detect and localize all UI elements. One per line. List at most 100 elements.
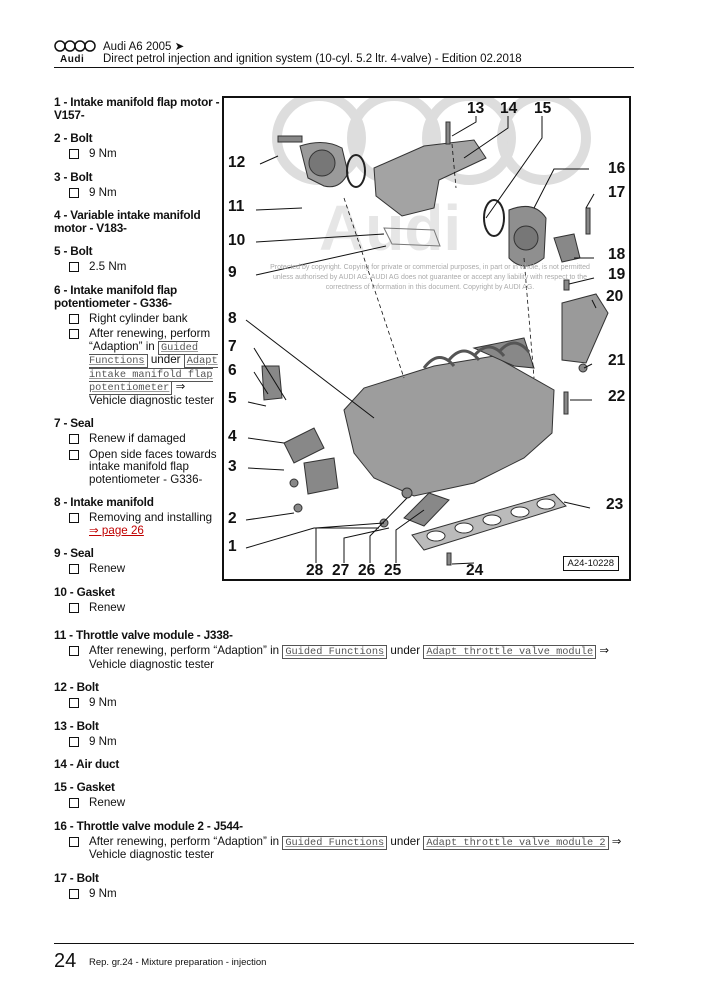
header-divider xyxy=(54,67,634,69)
callout-24: 24 xyxy=(466,562,484,579)
item-note: 9 Nm xyxy=(54,886,634,901)
note-text: Removing and installing xyxy=(89,511,213,524)
callout-18: 18 xyxy=(608,246,626,263)
item-title: 16 - Throttle valve module 2 - J544- xyxy=(54,818,243,833)
callout-7: 7 xyxy=(228,338,237,355)
note-text: Open side faces towards intake manifold … xyxy=(89,447,217,486)
item-note: 9 Nm xyxy=(54,735,634,749)
item-note: Renew xyxy=(54,562,220,576)
note-text: under xyxy=(387,834,424,848)
item-note: After renewing, perform “Adaption” in Gu… xyxy=(54,834,634,862)
note-text: After renewing, perform “Adaption” in xyxy=(89,644,283,657)
footer-divider xyxy=(54,943,634,945)
note-text: under xyxy=(147,353,184,366)
note-text: Renew xyxy=(89,600,126,614)
callout-14: 14 xyxy=(500,100,518,117)
callout-12: 12 xyxy=(228,154,246,171)
note-text: 9 Nm xyxy=(89,185,117,199)
callout-27: 27 xyxy=(332,562,350,579)
callout-5: 5 xyxy=(228,390,237,407)
callout-25: 25 xyxy=(384,562,402,579)
guided-functions-ref[interactable]: Guided Functions xyxy=(282,835,388,850)
item-note: Renew xyxy=(54,796,634,810)
callout-16: 16 xyxy=(608,160,626,177)
note-text: ⇒ Vehicle diagnostic tester xyxy=(89,644,610,671)
item-note: 9 Nm xyxy=(54,147,220,161)
adaption-function-ref[interactable]: Adapt throttle valve module xyxy=(423,645,597,659)
callout-6: 6 xyxy=(228,362,237,379)
checkbox-bullet-icon xyxy=(69,187,79,198)
item-note: After renewing, perform “Adaption” in Gu… xyxy=(54,644,634,671)
callout-9: 9 xyxy=(228,264,237,281)
item-title: 6 - Intake manifold flap potentiometer -… xyxy=(54,282,178,310)
item-note: Removing and installing ⇒ page 26 xyxy=(54,511,220,537)
item-note: Renew if damaged xyxy=(54,432,220,446)
item-title: 14 - Air duct xyxy=(54,757,120,771)
item-note: Renew xyxy=(54,600,220,615)
checkbox-bullet-icon xyxy=(69,646,79,656)
item-title: 11 - Throttle valve module - J338- xyxy=(54,628,233,642)
copyright-notice: Protected by copyright. Copying for priv… xyxy=(270,264,590,291)
parts-list-item: 5 - Bolt 2.5 Nm xyxy=(54,245,220,274)
page-link[interactable]: ⇒ page 26 xyxy=(89,523,144,537)
item-title: 13 - Bolt xyxy=(54,718,99,733)
item-note: Right cylinder bank xyxy=(54,312,220,326)
callout-4: 4 xyxy=(228,428,237,445)
guided-functions-ref[interactable]: Guided Functions xyxy=(89,340,199,368)
callout-26: 26 xyxy=(358,562,376,579)
checkbox-bullet-icon xyxy=(69,434,79,444)
exploded-view-drawing: Audi xyxy=(245,98,609,566)
callout-13: 13 xyxy=(467,100,485,117)
item-title: 7 - Seal xyxy=(54,416,94,430)
checkbox-bullet-icon xyxy=(69,736,79,747)
note-text: After renewing, perform “Adaption” in xyxy=(89,834,283,848)
parts-list-item: 16 - Throttle valve module 2 - J544-Afte… xyxy=(54,818,634,862)
note-text: 9 Nm xyxy=(89,147,117,160)
item-title: 9 - Seal xyxy=(54,546,94,560)
checkbox-bullet-icon xyxy=(69,329,79,339)
document-model[interactable]: Audi A6 2005 ➤ xyxy=(103,41,185,53)
note-text: 9 Nm xyxy=(89,886,117,900)
callout-19: 19 xyxy=(608,266,626,283)
parts-list-item: 13 - Bolt 9 Nm xyxy=(54,718,634,749)
callout-11: 11 xyxy=(228,198,245,215)
item-note: 2.5 Nm xyxy=(54,260,220,274)
callout-8: 8 xyxy=(228,310,237,327)
checkbox-bullet-icon xyxy=(69,149,79,159)
item-title: 5 - Bolt xyxy=(54,244,93,258)
parts-list-column: 1 - Intake manifold flap motor - V157-2 … xyxy=(54,96,220,624)
callout-10: 10 xyxy=(228,232,246,249)
parts-list-item: 1 - Intake manifold flap motor - V157- xyxy=(54,96,220,122)
note-text: After renewing, perform “Adaption” in xyxy=(89,327,211,353)
note-text: Renew xyxy=(89,796,126,809)
callout-21: 21 xyxy=(608,352,626,369)
item-title: 8 - Intake manifold xyxy=(54,495,154,509)
callout-1: 1 xyxy=(228,538,237,555)
adaption-function-ref[interactable]: Adapt throttle valve module 2 xyxy=(423,835,609,850)
callout-15: 15 xyxy=(534,100,552,117)
note-text: ⇒ Vehicle diagnostic tester xyxy=(89,380,215,407)
checkbox-bullet-icon xyxy=(69,449,79,460)
item-title: 10 - Gasket xyxy=(54,584,115,599)
callout-17: 17 xyxy=(608,184,626,201)
callout-2: 2 xyxy=(228,510,237,527)
checkbox-bullet-icon xyxy=(69,698,79,708)
exploded-view-figure: Audi xyxy=(222,96,631,581)
page-number: 24 xyxy=(54,950,77,972)
item-note: Open side faces towards intake manifold … xyxy=(54,447,220,487)
adaption-function-ref[interactable]: Adapt intake manifold flap potentiometer xyxy=(89,354,218,395)
footer-chapter: Rep. gr.24 - Mixture preparation - injec… xyxy=(89,957,267,968)
item-title: 3 - Bolt xyxy=(54,169,93,184)
note-text: Renew xyxy=(89,562,126,575)
guided-functions-ref[interactable]: Guided Functions xyxy=(282,645,388,659)
checkbox-bullet-icon xyxy=(69,798,79,808)
parts-list-item: 6 - Intake manifold flap potentiometer -… xyxy=(54,282,220,408)
checkbox-bullet-icon xyxy=(69,313,79,324)
callout-3: 3 xyxy=(228,458,237,475)
audi-rings-logo xyxy=(54,40,96,52)
